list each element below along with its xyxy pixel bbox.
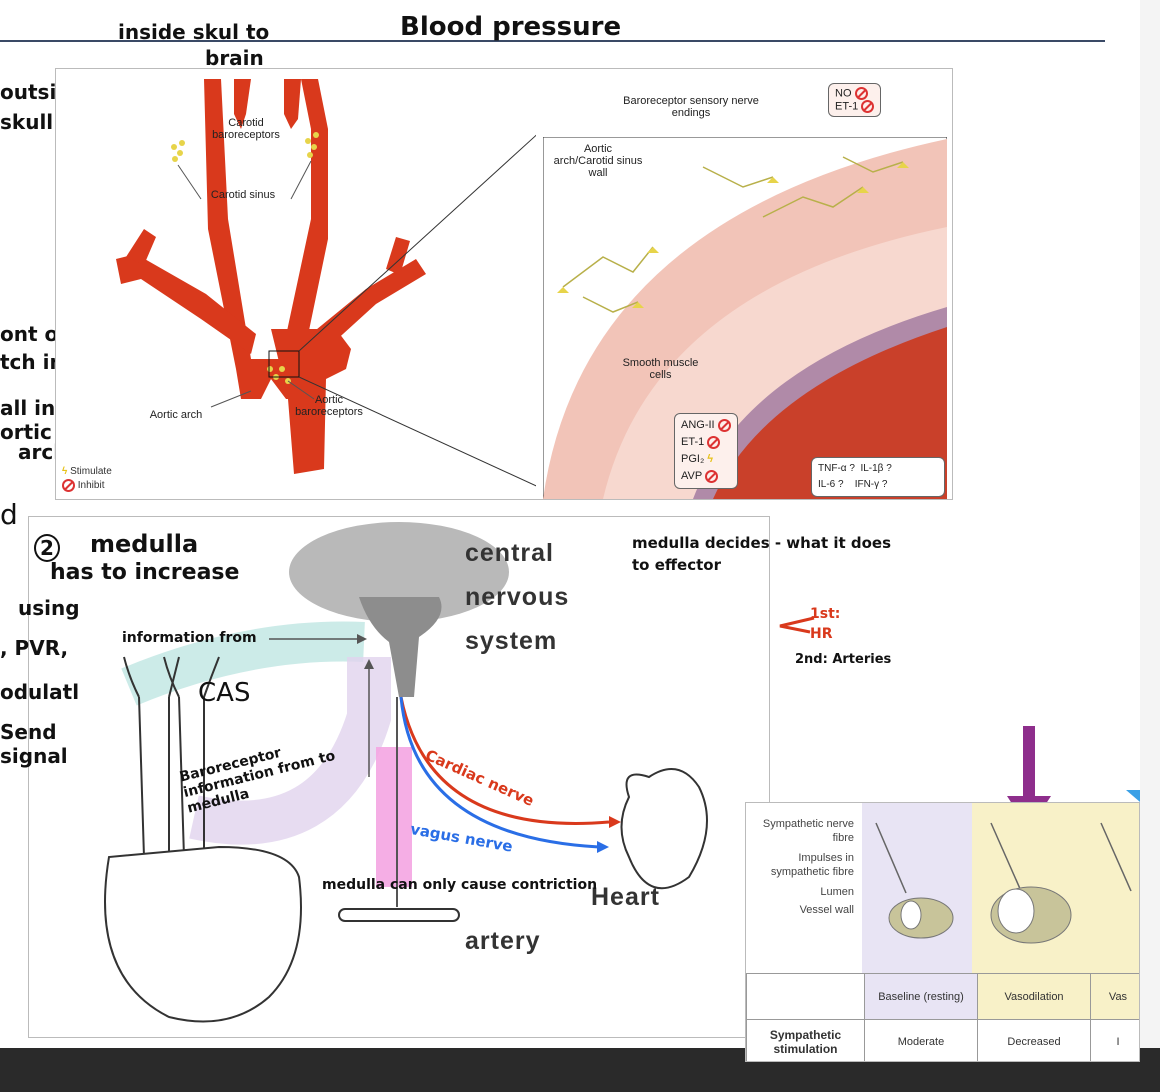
label-tnf: TNF-α ? — [818, 463, 855, 474]
legend-inhibit: Inhibit — [77, 480, 105, 492]
state-baseline: Baseline (resting) — [864, 973, 978, 1020]
note-header-center: Blood pressure — [400, 12, 622, 42]
vessel-table-figure: Sympathetic nerve fibre Impulses in symp… — [745, 802, 1140, 1062]
label-system: system — [465, 627, 558, 655]
vessel-table: Baseline (resting) Vasodilation Vas Symp… — [746, 973, 1139, 1061]
note-cas: CAS — [198, 678, 251, 708]
scroll-strip[interactable] — [1140, 0, 1160, 1092]
label-et1: ET-1 — [835, 100, 859, 113]
label-carotid-sinus: Carotid sinus — [210, 189, 276, 201]
label-impulses: Impulses in sympathetic fibre — [770, 852, 854, 878]
label-ifn: IFN-γ ? — [854, 479, 888, 490]
label-heart: Heart — [591, 883, 660, 911]
note-first: 1st: HR — [810, 606, 841, 642]
note-second: 2nd: Arteries — [795, 652, 892, 667]
cns-drawing — [104, 522, 708, 1023]
label-wall: Aortic arch/Carotid sinus wall — [553, 143, 643, 179]
inhibit-icon — [717, 418, 731, 432]
label-pgi: PGI₂ — [681, 453, 705, 465]
cytokine-box: TNF-α ? IL-1β ? IL-6 ? IFN-γ ? — [811, 457, 945, 497]
inhibit-icon — [854, 87, 868, 100]
note-medulla-num: 2 — [34, 534, 60, 562]
vessel-labels: Sympathetic nerve fibre Impulses in symp… — [754, 817, 854, 917]
label-il1: IL-1β ? — [860, 463, 892, 474]
label-vessel-wall: Vessel wall — [799, 904, 854, 916]
label-carotid-baroreceptors: Carotid baroreceptors — [212, 117, 280, 141]
label-baro-sensory: Baroreceptor sensory nerve endings — [623, 95, 759, 119]
note-has-to: has to increase — [50, 560, 240, 585]
label-sympathetic-fibre: Sympathetic nerve fibre — [762, 818, 854, 844]
baroreceptor-figure: Carotid baroreceptors Carotid sinus Aort… — [55, 68, 953, 500]
note-skull: skull — [0, 110, 54, 134]
label-ang: ANG-II — [681, 419, 715, 431]
label-no: NO — [835, 87, 852, 100]
inhibit-icon — [705, 469, 719, 483]
note-header-left: inside skul to — [118, 20, 270, 44]
cns-figure: central nervous system Heart artery — [28, 516, 770, 1038]
label-aortic-baroreceptors: Aortic baroreceptors — [295, 394, 363, 418]
stimulate-icon: ϟ — [62, 466, 68, 477]
header-rule — [0, 40, 1105, 42]
label-lumen: Lumen — [820, 886, 854, 898]
carotid-artery-drawing — [116, 79, 536, 487]
value-i: I — [1090, 1019, 1139, 1061]
note-left-c: all in — [0, 396, 56, 420]
stimulate-icon: ϟ — [707, 453, 714, 465]
inhibit-icon — [62, 479, 75, 492]
note-left-d: ortic — [0, 420, 52, 444]
label-artery: artery — [465, 927, 541, 955]
state-vasodilation: Vasodilation — [977, 973, 1091, 1020]
label-central: central — [465, 539, 554, 567]
value-decreased: Decreased — [977, 1019, 1091, 1061]
label-aortic-arch: Aortic arch — [149, 409, 203, 421]
note-left-d2: d — [0, 498, 18, 531]
label-et1b: ET-1 — [681, 436, 705, 448]
note-using: using — [18, 596, 80, 620]
value-moderate: Moderate — [864, 1019, 978, 1061]
note-vasodilatl: odulatl — [0, 680, 80, 704]
note-info-from: information from — [122, 630, 257, 646]
blue-partial-arrow-icon — [1126, 790, 1140, 802]
note-pvr: , PVR, — [0, 636, 69, 660]
label-nervous: nervous — [465, 583, 570, 611]
note-medulla-decides: medulla decides - what it does to effect… — [632, 534, 892, 574]
state-vas: Vas — [1090, 973, 1139, 1020]
note-send: Send — [0, 720, 57, 744]
legend-stimulate: Stimulate — [70, 466, 112, 477]
row-label-sympathetic: Sympathetic stimulation — [746, 1019, 865, 1061]
legend: ϟ Stimulate Inhibit — [62, 465, 112, 493]
note-medulla: medulla — [90, 530, 199, 558]
note-left-b: tch in — [0, 350, 64, 374]
inhibit-icon — [707, 435, 721, 449]
red-arrow-icon — [779, 616, 815, 634]
label-avp: AVP — [681, 470, 703, 482]
inhibit-icon — [861, 100, 875, 113]
label-il6: IL-6 ? — [818, 479, 844, 490]
vessel-wall-section — [543, 137, 947, 499]
note-header-left2: brain — [205, 46, 264, 70]
vessel-tubes — [875, 822, 1132, 944]
label-smooth-muscle: Smooth muscle cells — [622, 357, 699, 381]
no-et1-box: NO ET-1 — [828, 83, 882, 117]
note-signal: signal — [0, 744, 68, 768]
note-medulla-can: medulla can only cause contriction — [322, 877, 598, 893]
